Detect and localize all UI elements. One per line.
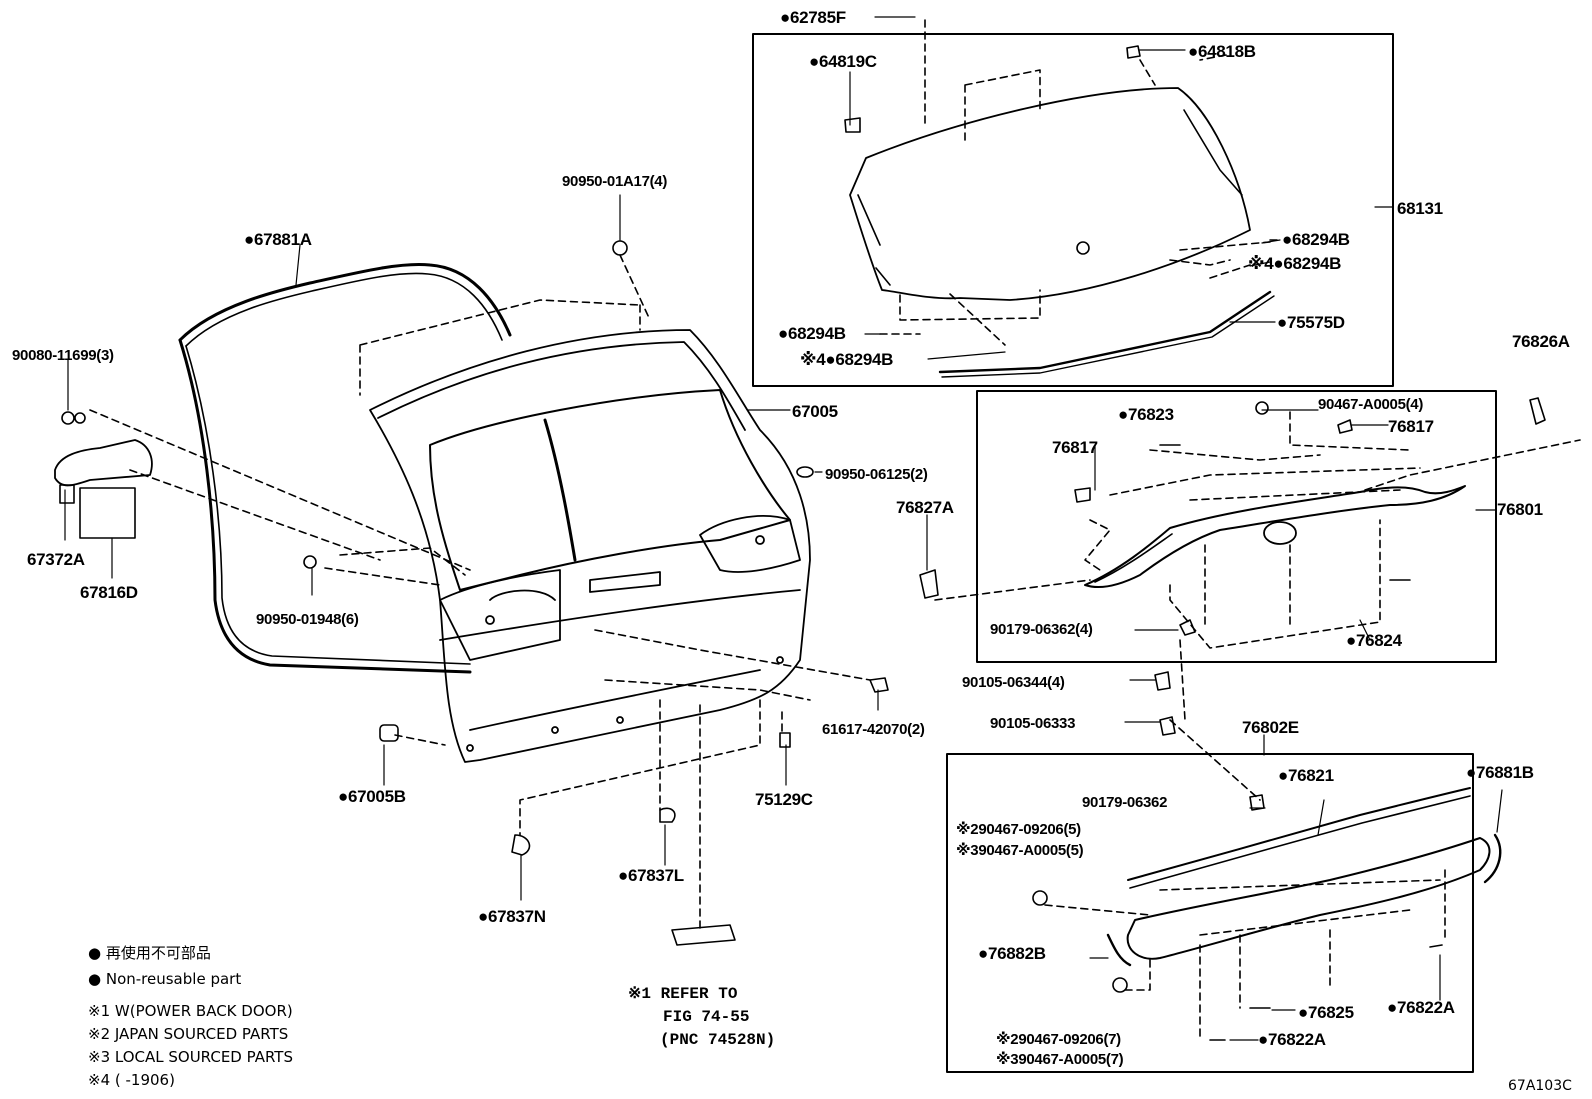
label-68294B-1: ●68294B (1282, 230, 1350, 249)
label-67837N: ●67837N (478, 907, 546, 926)
label-67837L: ●67837L (618, 866, 684, 885)
glass-dashed-guides (879, 19, 1281, 346)
label-67005B: ●67005B (338, 787, 406, 806)
legend-note2: ※2 JAPAN SOURCED PARTS (88, 1025, 289, 1043)
plug-90950-06125 (796, 466, 814, 478)
clip-90950-01948 (303, 555, 317, 569)
label-76817-a: 76817 (1388, 417, 1434, 436)
label-74528N (671, 924, 736, 946)
label-90080-11699: 90080-11699(3) (12, 347, 114, 364)
label-90467-09206-5: ※290467-09206(5) (956, 821, 1081, 838)
back-door-panel (369, 329, 811, 763)
hinge-assembly (54, 411, 153, 539)
leader-lines (64, 16, 1496, 901)
label-64818B: ●64818B (1188, 42, 1256, 61)
label-76826A: 76826A (1512, 332, 1570, 351)
label-68294B-4: ※4●68294B (800, 350, 894, 369)
stopper-67005B (379, 724, 399, 742)
spoiler-dashed-guides (1044, 869, 1446, 1041)
label-67005: 67005 (792, 402, 838, 421)
label-76802E: 76802E (1242, 718, 1299, 737)
door-weatherstrip (178, 263, 512, 674)
leader-lines-right (926, 409, 1503, 1041)
bolt-61617 (869, 677, 889, 693)
label-90950-06125: 90950-06125(2) (825, 466, 928, 483)
label-90467-A0005-7: ※390467-A0005(7) (996, 1051, 1124, 1068)
label-64819C: ●64819C (809, 52, 877, 71)
bolts-90105 (1154, 671, 1176, 736)
glass-group-box (752, 33, 1394, 387)
label-90467-A0005-5: ※390467-A0005(5) (956, 842, 1084, 859)
label-68131: 68131 (1397, 199, 1443, 218)
legend-note4: ※4 ( -1906) (88, 1071, 175, 1089)
label-76824: ●76824 (1346, 631, 1402, 650)
label-90950-01948: 90950-01948(6) (256, 611, 359, 628)
label-76822A-1: ●76822A (1387, 998, 1455, 1017)
garnish-assembly (919, 397, 1546, 636)
refer-note-line3: (PNC 74528N) (660, 1031, 776, 1049)
glass-lower-strip (938, 290, 1272, 374)
garnish-dashed-guides (934, 411, 1581, 801)
label-76882B: ●76882B (978, 944, 1046, 963)
label-76823: ●76823 (1118, 405, 1174, 424)
label-90179-06362: 90179-06362 (1082, 794, 1168, 811)
label-75129C: 75129C (755, 790, 813, 809)
label-68294B-3: ●68294B (778, 324, 846, 343)
label-76825: ●76825 (1298, 1003, 1354, 1022)
label-67372A: 67372A (27, 550, 85, 569)
spoiler-assembly (1032, 787, 1502, 1041)
spoiler-group-box (946, 753, 1474, 1073)
label-90179-06362-4: 90179-06362(4) (990, 621, 1093, 638)
label-90105-06333: 90105-06333 (990, 715, 1076, 732)
back-window-glass (844, 45, 1251, 301)
clip-67837N (511, 834, 531, 856)
clip-67837L (659, 807, 676, 823)
label-75575D: ●75575D (1277, 313, 1345, 332)
label-76881B: ●76881B (1466, 763, 1534, 782)
legend-note1: ※1 W(POWER BACK DOOR) (88, 1002, 293, 1020)
label-67881A: ●67881A (244, 230, 312, 249)
door-dashed-guides (89, 254, 871, 931)
label-90105-06344: 90105-06344(4) (962, 674, 1065, 691)
label-76817-b: 76817 (1052, 438, 1098, 457)
label-62785F: ●62785F (780, 8, 846, 27)
legend-jp: ● 再使用不可部品 (88, 944, 211, 962)
legend-en: ● Non-reusable part (88, 970, 242, 988)
figure-code: 67A103C (1508, 1078, 1572, 1094)
label-76822A-2: ●76822A (1258, 1030, 1326, 1049)
label-90467-09206-7: ※290467-09206(7) (996, 1031, 1121, 1048)
label-67816D: 67816D (80, 583, 138, 602)
label-68294B-2: ※4●68294B (1248, 254, 1342, 273)
refer-note-line2: FIG 74-55 (663, 1008, 750, 1026)
label-76801: 76801 (1497, 500, 1543, 519)
clip-90950-01A17 (612, 240, 628, 256)
refer-note-line1: ※1 REFER TO (628, 985, 738, 1003)
label-76821: ●76821 (1278, 766, 1334, 785)
label-90467-A0005-4: 90467-A0005(4) (1318, 396, 1424, 413)
label-90950-01A17: 90950-01A17(4) (562, 173, 668, 190)
label-61617-42070: 61617-42070(2) (822, 721, 925, 738)
label-76827A: 76827A (896, 498, 954, 517)
part-75129C (779, 732, 791, 748)
garnish-group-box (976, 390, 1497, 663)
legend-note3: ※3 LOCAL SOURCED PARTS (88, 1048, 293, 1066)
